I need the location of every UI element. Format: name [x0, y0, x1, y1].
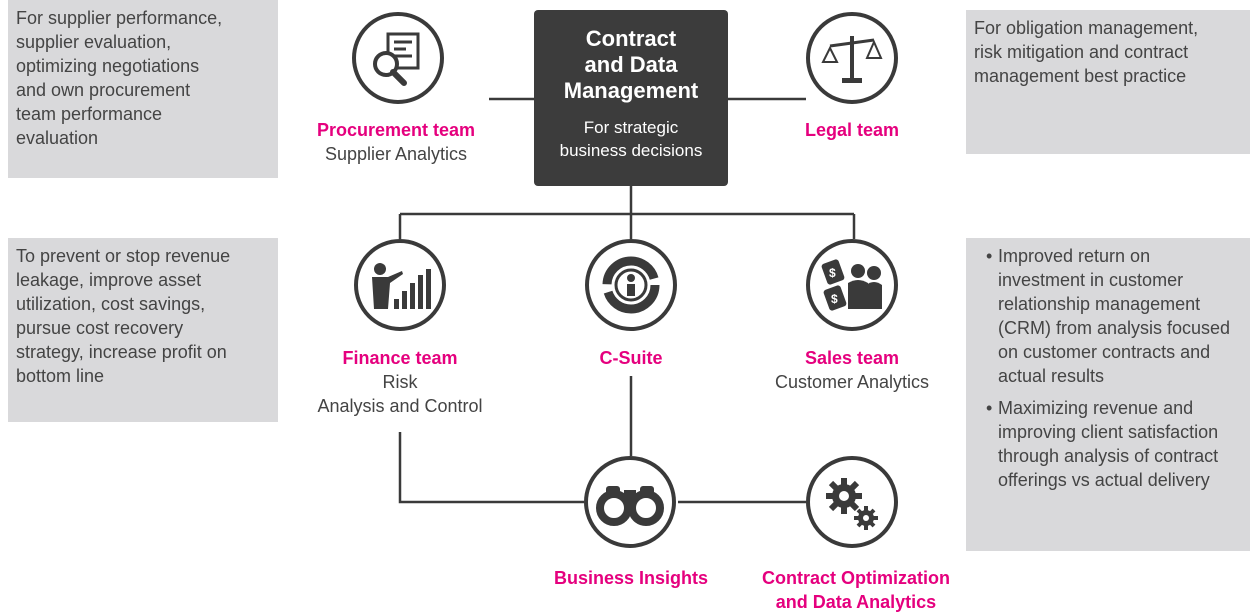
insights-label: Business Insights	[536, 566, 726, 590]
svg-text:$: $	[829, 266, 836, 280]
sales-label: Sales team Customer Analytics	[752, 346, 952, 394]
center-subtitle-line: business decisions	[559, 141, 703, 160]
node-title: C-Suite	[599, 348, 663, 368]
info-line: through analysis of contract	[998, 446, 1219, 466]
center-subtitle-line: For strategic	[583, 118, 679, 137]
price-tags-people-icon: $ $	[806, 239, 898, 331]
node-title: Contract Optimization	[762, 568, 950, 588]
center-title-line: Contract	[585, 26, 677, 51]
info-line: risk mitigation and contract	[974, 42, 1189, 62]
sales-info-box: Improved return on investment in custome…	[966, 238, 1250, 551]
info-line: To prevent or stop revenue	[16, 246, 231, 266]
node-subtitle: Supplier Analytics	[324, 144, 468, 164]
info-line: improving client satisfaction	[998, 422, 1219, 442]
bullet-item: Maximizing revenue and improving client …	[986, 396, 1242, 492]
info-line: investment in customer	[998, 270, 1184, 290]
info-line: team performance	[16, 104, 163, 124]
procurement-info-box: For supplier performance, supplier evalu…	[8, 0, 278, 178]
info-line: relationship management	[998, 294, 1201, 314]
center-title-line: and Data	[584, 52, 678, 77]
info-line: pursue cost recovery	[16, 318, 184, 338]
info-line: Maximizing revenue and	[998, 398, 1194, 418]
info-line: Improved return on	[998, 246, 1151, 266]
person-cycle-icon	[585, 239, 677, 331]
binoculars-icon	[584, 456, 676, 548]
svg-text:$: $	[831, 292, 838, 306]
center-subtitle: For strategic business decisions	[534, 116, 728, 162]
bullet-item: Improved return on investment in custome…	[986, 244, 1242, 388]
node-title: and Data Analytics	[775, 592, 937, 612]
finance-label: Finance team Risk Analysis and Control	[290, 346, 510, 418]
info-line: For supplier performance,	[16, 8, 223, 28]
node-subtitle: Analysis and Control	[317, 396, 483, 416]
finance-info-box: To prevent or stop revenue leakage, impr…	[8, 238, 278, 422]
report-magnifier-icon	[352, 12, 444, 104]
info-line: bottom line	[16, 366, 105, 386]
node-subtitle: Customer Analytics	[774, 372, 930, 392]
presenter-chart-icon	[354, 239, 446, 331]
info-line: supplier evaluation,	[16, 32, 172, 52]
center-title: Contract and Data Management	[534, 26, 728, 104]
info-line: evaluation	[16, 128, 99, 148]
info-line: strategy, increase profit on	[16, 342, 227, 362]
info-line: management best practice	[974, 66, 1187, 86]
node-subtitle: Risk	[382, 372, 418, 392]
info-line: on customer contracts and	[998, 342, 1211, 362]
csuite-label: C-Suite	[561, 346, 701, 370]
node-title: Sales team	[804, 348, 900, 368]
info-line: actual results	[998, 366, 1105, 386]
info-line: optimizing negotiations	[16, 56, 200, 76]
contract-data-management-box: Contract and Data Management For strateg…	[534, 10, 728, 186]
procurement-label: Procurement team Supplier Analytics	[296, 118, 496, 166]
info-line: (CRM) from analysis focused	[998, 318, 1231, 338]
legal-info-box: For obligation management, risk mitigati…	[966, 10, 1250, 154]
info-line: offerings vs actual delivery	[998, 470, 1210, 490]
info-line: For obligation management,	[974, 18, 1199, 38]
info-line: utilization, cost savings,	[16, 294, 206, 314]
center-title-line: Management	[563, 78, 699, 103]
info-line: leakage, improve asset	[16, 270, 202, 290]
scales-icon	[806, 12, 898, 104]
gears-icon	[806, 456, 898, 548]
node-title: Legal team	[804, 120, 900, 140]
legal-label: Legal team	[772, 118, 932, 142]
node-title: Procurement team	[316, 120, 476, 140]
node-title: Business Insights	[553, 568, 709, 588]
bullet-list: Improved return on investment in custome…	[986, 244, 1242, 492]
info-line: and own procurement	[16, 80, 191, 100]
optimization-label: Contract Optimization and Data Analytics	[740, 566, 972, 614]
node-title: Finance team	[342, 348, 458, 368]
